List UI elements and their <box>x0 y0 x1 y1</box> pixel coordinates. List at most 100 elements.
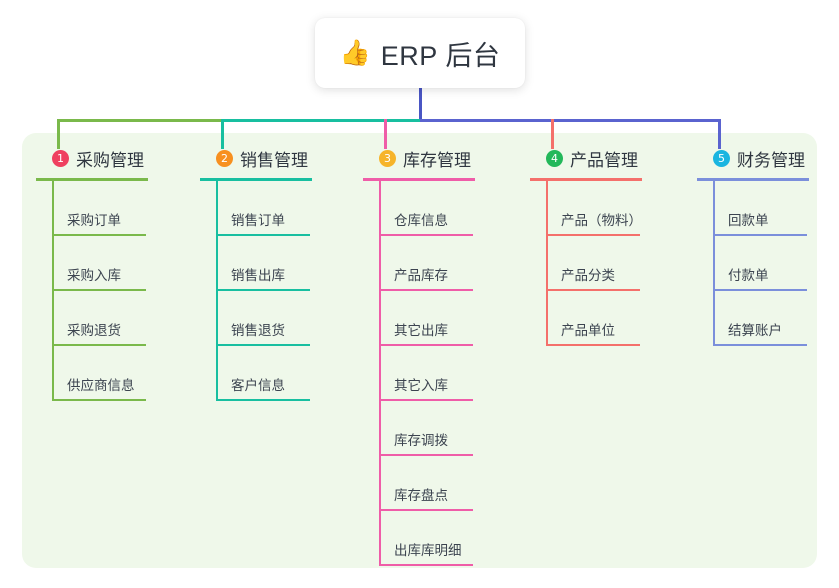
connector-drop-3 <box>384 119 387 149</box>
branch-item[interactable]: 产品库存 <box>363 236 475 291</box>
branch-title: 采购管理 <box>76 150 144 170</box>
branch-item[interactable]: 销售退货 <box>200 291 312 346</box>
branch-item-underline <box>379 509 473 511</box>
branch-item-underline <box>216 289 310 291</box>
branch-item-label: 销售订单 <box>231 213 285 228</box>
branch-item[interactable]: 产品（物料） <box>530 181 642 236</box>
branch-item-underline <box>713 344 807 346</box>
branch-underline <box>697 178 809 181</box>
branch-item[interactable]: 其它入库 <box>363 346 475 401</box>
branch-item-underline <box>379 289 473 291</box>
branch-item-label: 采购入库 <box>67 268 121 283</box>
branch-items: 产品（物料）产品分类产品单位 <box>530 181 642 346</box>
branch-column-3: 3 库存管理仓库信息产品库存其它出库其它入库库存调拨库存盘点出库库明细 <box>363 145 475 566</box>
branch-spine-line <box>52 181 54 401</box>
branch-item-underline <box>379 454 473 456</box>
branch-item-underline <box>216 234 310 236</box>
branch-item[interactable]: 回款单 <box>697 181 809 236</box>
connector-drop-4 <box>551 119 554 149</box>
branch-item-underline <box>546 344 640 346</box>
branch-item-underline <box>379 399 473 401</box>
connector-drop-1 <box>57 119 60 149</box>
branch-item[interactable]: 其它出库 <box>363 291 475 346</box>
branch-underline <box>363 178 475 181</box>
root-node-title: ERP 后台 <box>380 40 501 71</box>
branch-number-badge: 5 <box>713 149 730 167</box>
branch-item[interactable]: 产品分类 <box>530 236 642 291</box>
branch-item-label: 回款单 <box>728 213 769 228</box>
connector-bar-left <box>58 119 224 122</box>
branch-item-label: 采购订单 <box>67 213 121 228</box>
branch-column-1: 1 采购管理采购订单采购入库采购退货供应商信息 <box>36 145 148 401</box>
branch-item-underline <box>379 234 473 236</box>
branch-item-underline <box>379 344 473 346</box>
branch-item-underline <box>52 234 146 236</box>
branch-title: 销售管理 <box>240 150 308 170</box>
branch-item-underline <box>52 399 146 401</box>
branch-number-badge: 2 <box>216 149 233 167</box>
branch-column-4: 4 产品管理产品（物料）产品分类产品单位 <box>530 145 642 346</box>
branch-number-badge: 1 <box>52 149 69 167</box>
diagram-background-panel <box>22 133 817 568</box>
branch-underline <box>200 178 312 181</box>
branch-item[interactable]: 仓库信息 <box>363 181 475 236</box>
branch-item-label: 产品单位 <box>561 323 615 338</box>
branch-items: 回款单付款单结算账户 <box>697 181 809 346</box>
branch-item[interactable]: 客户信息 <box>200 346 312 401</box>
branch-item[interactable]: 采购订单 <box>36 181 148 236</box>
branch-item-label: 其它出库 <box>394 323 448 338</box>
branch-item[interactable]: 供应商信息 <box>36 346 148 401</box>
branch-column-2: 2 销售管理销售订单销售出库销售退货客户信息 <box>200 145 312 401</box>
branch-item[interactable]: 库存盘点 <box>363 456 475 511</box>
branch-header-4[interactable]: 4 产品管理 <box>530 145 642 171</box>
root-node-card[interactable]: 👍 ERP 后台 <box>315 18 525 88</box>
branch-header-1[interactable]: 1 采购管理 <box>36 145 148 171</box>
branch-item[interactable]: 销售出库 <box>200 236 312 291</box>
branch-item-label: 库存盘点 <box>394 488 448 503</box>
branch-item-label: 付款单 <box>728 268 769 283</box>
branch-item-label: 出库库明细 <box>394 543 462 558</box>
connector-drop-5 <box>718 119 721 149</box>
branch-item-underline <box>379 564 473 566</box>
branch-item-underline <box>216 399 310 401</box>
branch-spine-line <box>216 181 218 401</box>
branch-item[interactable]: 销售订单 <box>200 181 312 236</box>
branch-spine-line <box>713 181 715 346</box>
branch-item-underline <box>546 234 640 236</box>
thumbs-up-icon: 👍 <box>339 38 371 67</box>
branch-item-label: 销售退货 <box>231 323 285 338</box>
connector-bar-mid <box>222 119 422 122</box>
branch-item[interactable]: 产品单位 <box>530 291 642 346</box>
branch-item[interactable]: 采购退货 <box>36 291 148 346</box>
connector-bar-right <box>420 119 721 122</box>
branch-title: 库存管理 <box>403 150 471 170</box>
branch-item[interactable]: 结算账户 <box>697 291 809 346</box>
branch-header-2[interactable]: 2 销售管理 <box>200 145 312 171</box>
branch-underline <box>530 178 642 181</box>
branch-item[interactable]: 采购入库 <box>36 236 148 291</box>
branch-title: 产品管理 <box>570 150 638 170</box>
branch-item-underline <box>713 289 807 291</box>
branch-item-underline <box>52 289 146 291</box>
branch-item-underline <box>713 234 807 236</box>
root-stem-line <box>419 86 422 122</box>
branch-item-underline <box>546 289 640 291</box>
branch-header-3[interactable]: 3 库存管理 <box>363 145 475 171</box>
branch-item[interactable]: 库存调拨 <box>363 401 475 456</box>
branch-underline <box>36 178 148 181</box>
branch-item[interactable]: 出库库明细 <box>363 511 475 566</box>
branch-items: 销售订单销售出库销售退货客户信息 <box>200 181 312 401</box>
branch-spine-line <box>546 181 548 346</box>
branch-item-label: 供应商信息 <box>67 378 135 393</box>
branch-items: 仓库信息产品库存其它出库其它入库库存调拨库存盘点出库库明细 <box>363 181 475 566</box>
branch-item-underline <box>52 344 146 346</box>
branch-spine-line <box>379 181 381 566</box>
branch-item-label: 其它入库 <box>394 378 448 393</box>
branch-number-badge: 4 <box>546 149 563 167</box>
branch-item[interactable]: 付款单 <box>697 236 809 291</box>
branch-number-badge: 3 <box>379 149 396 167</box>
branch-item-label: 客户信息 <box>231 378 285 393</box>
branch-item-label: 产品库存 <box>394 268 448 283</box>
